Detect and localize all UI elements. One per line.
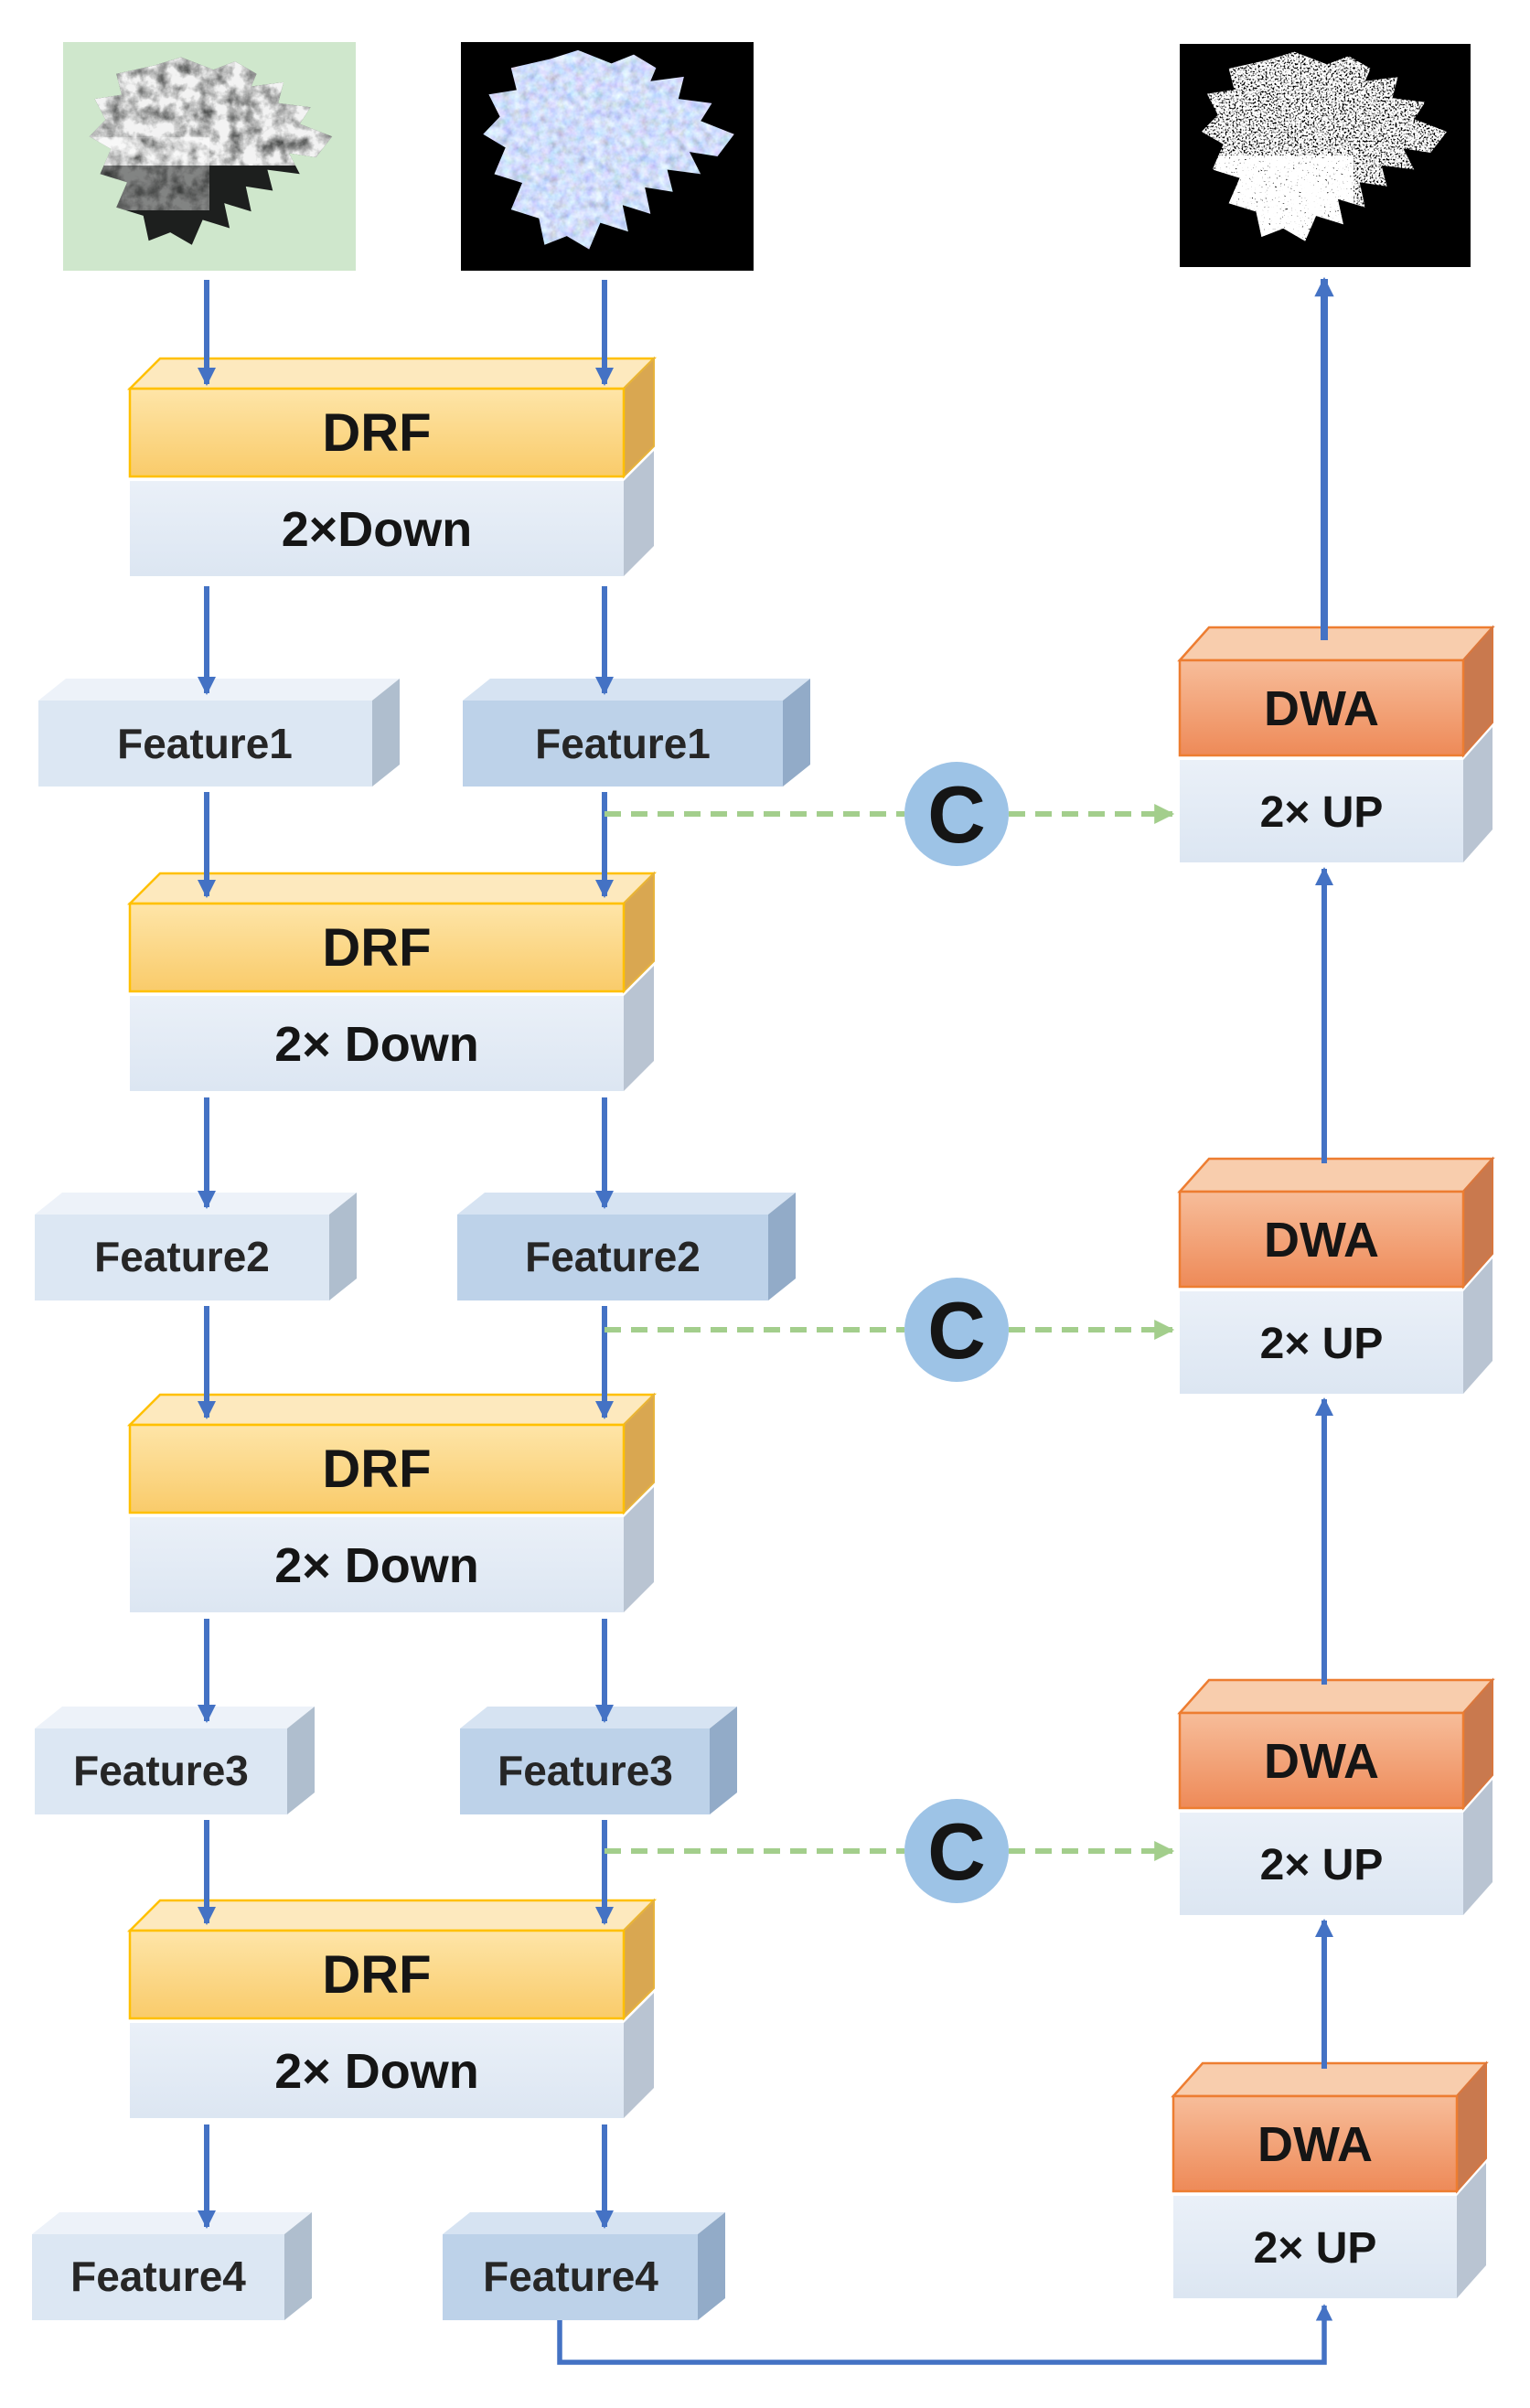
drf-label-3: DRF: [322, 1439, 431, 1499]
feature4-right-box: [443, 2212, 725, 2320]
feature4-to-decoder-connector: [557, 2304, 1333, 2365]
up-label-1: 2× UP: [1260, 788, 1384, 837]
concat-node-1: [904, 762, 1009, 866]
upsample-block-2: [1180, 1258, 1493, 1394]
dwa-label-1: DWA: [1264, 681, 1379, 736]
concat-label-2: C: [927, 1285, 986, 1375]
change-map-output-image: [1180, 44, 1471, 267]
drf-block-4: [126, 1898, 658, 2021]
feature1-left-box: [38, 679, 400, 787]
concat-node-3: [904, 1799, 1009, 1903]
drf-block-3: [126, 1392, 658, 1515]
drf-label-1: DRF: [322, 403, 431, 463]
feature2-right-box: [457, 1193, 796, 1300]
up-label-4: 2× UP: [1254, 2224, 1377, 2273]
feature4-left-box: [32, 2212, 312, 2320]
concat-node-2: [904, 1278, 1009, 1382]
upsample-block-1: [1180, 727, 1493, 862]
up-label-2: 2× UP: [1260, 1320, 1384, 1368]
down-label-2: 2× Down: [274, 1017, 479, 1072]
feature1-right-label: Feature1: [535, 720, 711, 767]
feature3-right-box: [460, 1707, 737, 1814]
dwa-block-1: [1177, 625, 1495, 758]
dwa-label-4: DWA: [1257, 2117, 1373, 2172]
up-label-3: 2× UP: [1260, 1841, 1384, 1889]
feature3-right-label: Feature3: [498, 1747, 673, 1794]
feature2-left-box: [35, 1193, 357, 1300]
optical-input-image: [461, 42, 754, 271]
upsample-block-4: [1173, 2163, 1486, 2298]
dwa-block-2: [1177, 1156, 1495, 1290]
drf-block-1: [126, 356, 658, 479]
sar-input-image: [63, 42, 356, 271]
feature4-left-label: Feature4: [70, 2253, 246, 2300]
drf-label-4: DRF: [322, 1945, 431, 2005]
drf-label-2: DRF: [322, 918, 431, 978]
down-label-4: 2× Down: [274, 2044, 479, 2099]
upsample-block-3: [1180, 1780, 1493, 1915]
feature1-left-label: Feature1: [117, 720, 293, 767]
concat-label-3: C: [927, 1806, 986, 1897]
downsample-block-2: [130, 966, 654, 1091]
dwa-block-4: [1171, 2060, 1489, 2194]
skip-connection-1: [605, 762, 1175, 866]
down-label-3: 2× Down: [274, 1538, 479, 1593]
feature2-left-label: Feature2: [94, 1233, 270, 1280]
skip-connection-3: [605, 1799, 1175, 1903]
feature1-right-box: [463, 679, 810, 787]
feature3-left-box: [35, 1707, 315, 1814]
feature2-right-label: Feature2: [525, 1233, 701, 1280]
feature3-left-label: Feature3: [73, 1747, 249, 1794]
dwa-block-3: [1177, 1677, 1495, 1811]
skip-connection-2: [605, 1278, 1175, 1382]
drf-block-2: [126, 871, 658, 994]
down-label-1: 2×Down: [282, 502, 473, 557]
feature4-right-label: Feature4: [483, 2253, 658, 2300]
downsample-block-4: [130, 1993, 654, 2118]
dwa-label-3: DWA: [1264, 1734, 1379, 1789]
dwa-label-2: DWA: [1264, 1213, 1379, 1268]
downsample-block-3: [130, 1487, 654, 1612]
concat-label-1: C: [927, 769, 986, 860]
downsample-block-1: [130, 451, 654, 576]
